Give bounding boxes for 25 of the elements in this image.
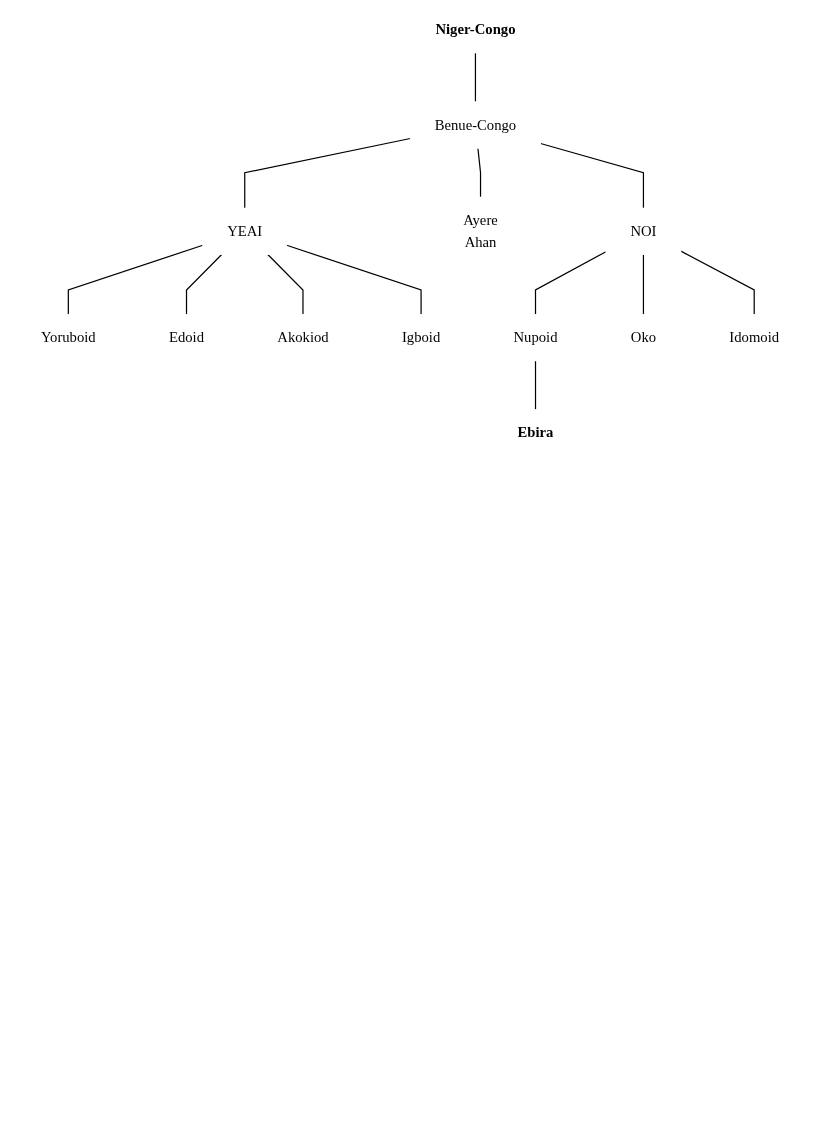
connector [534,251,607,315]
node-text: Edoid [168,329,204,346]
node-text: YEAI [226,222,262,240]
connector [534,360,536,411]
connector [679,250,755,315]
connector [67,244,203,315]
node-text: Niger-Congo [434,21,515,38]
node-text: Nupoid [513,329,557,346]
node-text: Igboid [401,329,440,346]
node-text: Yoruboid [40,329,96,346]
connector [539,142,644,209]
node-text: Ebira [517,424,553,441]
connector [185,253,222,315]
connector [285,244,422,315]
node-text: NOI [629,222,656,240]
connector [474,52,476,103]
connector [642,253,644,315]
node-text: Benue-Congo [434,116,516,133]
connector [476,147,481,198]
connector [243,137,411,209]
node-text: Oko [630,329,656,346]
node-text: Ayere Ahan [462,211,498,251]
node-text: Idomoid [728,329,779,346]
connector [266,253,304,315]
node-text: Akokiod [276,329,329,346]
